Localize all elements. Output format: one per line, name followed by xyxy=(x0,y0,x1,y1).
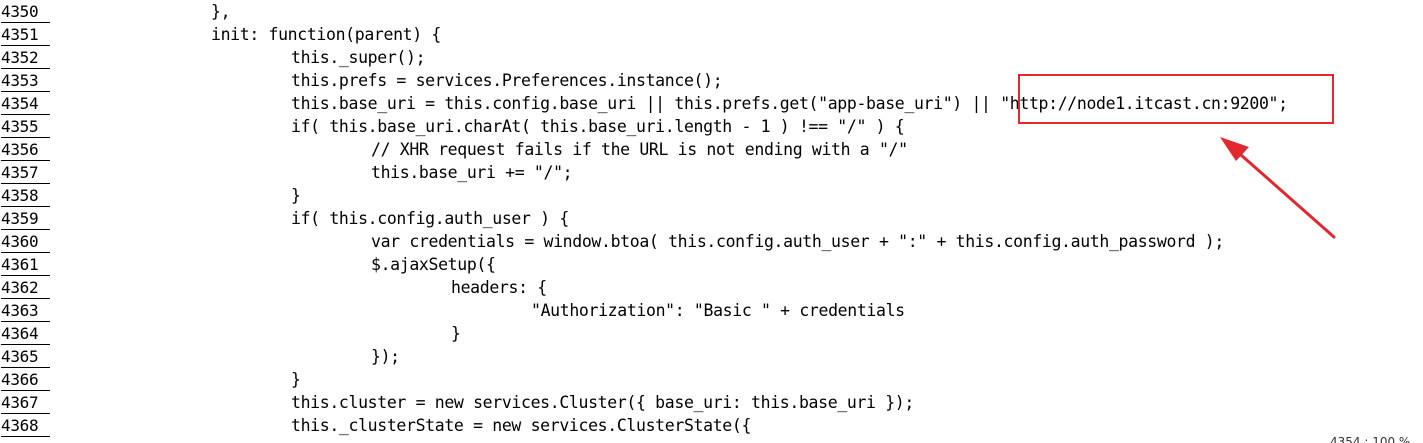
code-line: 4361 $.ajaxSetup({ xyxy=(0,254,1423,277)
code-text: } xyxy=(451,324,461,343)
code-line: 4363 "Authorization": "Basic " + credenti… xyxy=(0,300,1423,323)
code-line: 4368 this._clusterState = new services.Cl… xyxy=(0,415,1423,438)
code-text: headers: { xyxy=(451,278,547,297)
code-line: 4366} xyxy=(0,369,1423,392)
code-text: } xyxy=(291,370,301,389)
code-line: 4354 this.base_uri = this.config.base_uri… xyxy=(0,93,1423,116)
code-text: init: function(parent) { xyxy=(211,25,442,44)
code-line: 4358} xyxy=(0,185,1423,208)
line-number[interactable]: 4356 xyxy=(1,139,50,161)
code-line: 4365}); xyxy=(0,346,1423,369)
code-text: }, xyxy=(211,2,231,21)
code-line: 4350}, xyxy=(0,1,1423,24)
line-number[interactable]: 4358 xyxy=(1,185,50,207)
code-text: } xyxy=(291,186,301,205)
code-text: var credentials = window.btoa( this.conf… xyxy=(371,232,1224,251)
code-line: 4357 this.base_uri += "/"; xyxy=(0,162,1423,185)
line-number[interactable]: 4362 xyxy=(1,277,50,299)
code-line: 4359 if( this.config.auth_user ) { xyxy=(0,208,1423,231)
code-text: this.base_uri = this.config.base_uri || … xyxy=(291,94,1288,113)
code-line: 4362 headers: { xyxy=(0,277,1423,300)
status-fragment: 4354 : 100 % xyxy=(1330,436,1411,443)
code-text: this.cluster = new services.Cluster({ ba… xyxy=(291,393,914,412)
code-line: 4352 this._super(); xyxy=(0,47,1423,70)
code-text: }); xyxy=(371,347,400,366)
arrow-head xyxy=(1220,137,1249,161)
code-text: this.prefs = services.Preferences.instan… xyxy=(291,71,723,90)
arrow-shaft xyxy=(1230,145,1336,239)
code-text: this.base_uri += "/"; xyxy=(371,163,573,182)
code-text: // XHR request fails if the URL is not e… xyxy=(371,140,908,159)
line-number[interactable]: 4364 xyxy=(1,323,50,345)
line-number[interactable]: 4359 xyxy=(1,208,50,230)
line-number[interactable]: 4352 xyxy=(1,47,50,69)
code-text: this._super(); xyxy=(291,48,426,67)
highlight-box xyxy=(1018,74,1334,124)
code-line: 4360 var credentials = window.btoa( this.… xyxy=(0,231,1423,254)
line-number[interactable]: 4366 xyxy=(1,369,50,391)
line-number[interactable]: 4357 xyxy=(1,162,50,184)
code-text: "Authorization": "Basic " + credentials xyxy=(531,301,905,320)
line-number[interactable]: 4350 xyxy=(1,1,50,23)
code-text: this._clusterState = new services.Cluste… xyxy=(291,416,752,435)
code-text: if( this.config.auth_user ) { xyxy=(291,209,569,228)
line-number[interactable]: 4367 xyxy=(1,392,50,414)
line-number[interactable]: 4351 xyxy=(1,24,50,46)
code-line: 4351 init: function(parent) { xyxy=(0,24,1423,47)
line-number[interactable]: 4353 xyxy=(1,70,50,92)
code-text: if( this.base_uri.charAt( this.base_uri.… xyxy=(291,117,905,136)
line-number[interactable]: 4365 xyxy=(1,346,50,368)
line-number[interactable]: 4355 xyxy=(1,116,50,138)
line-number[interactable]: 4360 xyxy=(1,231,50,253)
line-number[interactable]: 4354 xyxy=(1,93,50,115)
line-number[interactable]: 4368 xyxy=(1,415,50,437)
code-line: 4353 this.prefs = services.Preferences.in… xyxy=(0,70,1423,93)
line-number[interactable]: 4361 xyxy=(1,254,50,276)
code-line: 4355 if( this.base_uri.charAt( this.base_… xyxy=(0,116,1423,139)
line-number[interactable]: 4363 xyxy=(1,300,50,322)
code-line: 4367 this.cluster = new services.Cluster(… xyxy=(0,392,1423,415)
code-line: 4356 // XHR request fails if the URL is n… xyxy=(0,139,1423,162)
code-line: 4364} xyxy=(0,323,1423,346)
code-text: $.ajaxSetup({ xyxy=(371,255,496,274)
